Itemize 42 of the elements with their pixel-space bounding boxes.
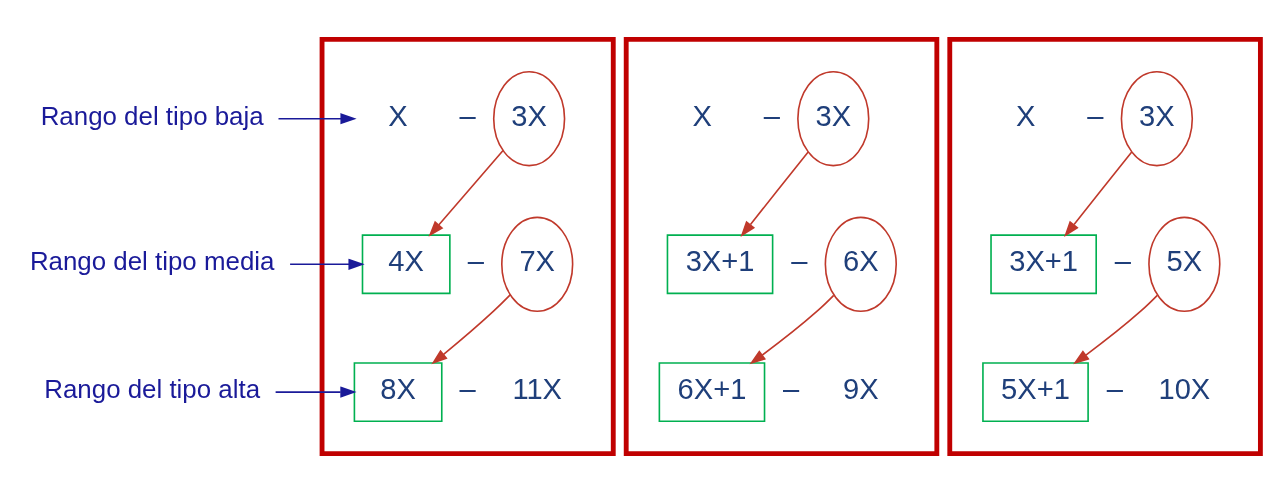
label: –	[467, 245, 484, 278]
label: –	[763, 99, 780, 132]
node-text: X	[1016, 99, 1036, 132]
cluster	[623, 37, 940, 456]
node-ellipse: 3X	[492, 70, 566, 167]
node-ellipse: 5X	[1148, 216, 1221, 312]
node-box: 8X	[353, 362, 443, 423]
node-box: 5X+1	[982, 362, 1089, 423]
cluster	[947, 37, 1263, 456]
arrow	[431, 293, 512, 365]
node-box: 4X	[361, 234, 451, 295]
arrow	[289, 258, 365, 270]
node-text: Rango del tipo media	[29, 247, 275, 276]
label: –	[459, 373, 476, 406]
arrow	[428, 149, 504, 237]
arrow	[274, 386, 357, 398]
node-text: 11X	[512, 373, 563, 406]
label: –	[783, 373, 800, 406]
node-text: Rango del tipo alta	[44, 375, 261, 404]
label: –	[1087, 99, 1104, 132]
arrow	[1064, 151, 1133, 237]
node-ellipse: 7X	[501, 216, 574, 312]
label: –	[1114, 245, 1131, 278]
node-box: 3X+1	[666, 234, 774, 295]
arrow	[749, 294, 835, 365]
node-box: 6X+1	[658, 362, 766, 423]
node-text: Rango del tipo baja	[40, 101, 264, 130]
node-box: 3X+1	[990, 234, 1097, 295]
node-ellipse: 6X	[824, 216, 897, 312]
node-text: 9X	[842, 373, 879, 406]
node-text: X	[388, 99, 408, 132]
node-ellipse: 3X	[1120, 70, 1194, 167]
label: –	[459, 99, 476, 132]
node-text: 10X	[1158, 373, 1211, 406]
label: –	[791, 245, 808, 278]
node-text: X	[692, 99, 712, 132]
arrow	[1073, 294, 1159, 365]
arrow	[740, 151, 809, 237]
label: –	[1106, 373, 1123, 406]
node-ellipse: 3X	[797, 70, 870, 167]
cluster	[319, 37, 616, 456]
arrow	[277, 113, 357, 125]
